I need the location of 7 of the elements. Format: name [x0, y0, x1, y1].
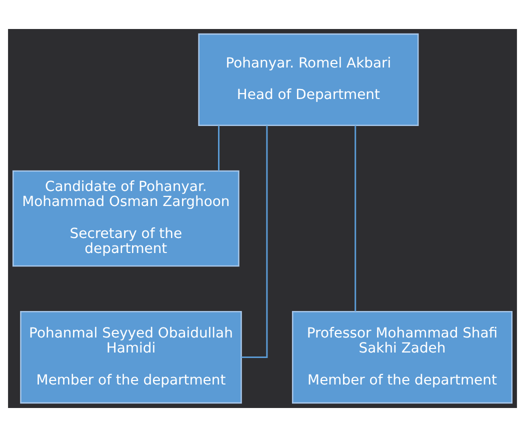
node-box: Candidate of Pohanyar. Mohammad Osman Zarghoon Secretary of the department: [12, 170, 240, 267]
connector: [241, 126, 268, 358]
node-box: Pohanyar. Romel Akbari Head of Department: [198, 33, 419, 126]
connector: [354, 126, 356, 312]
node-box: Pohanmal Seyyed Obaidullah Hamidi Member of the department: [20, 311, 242, 404]
node-box: Professor Mohammad Shafi Sakhi Zadeh Member of the department: [292, 311, 513, 404]
connector: [218, 126, 220, 171]
